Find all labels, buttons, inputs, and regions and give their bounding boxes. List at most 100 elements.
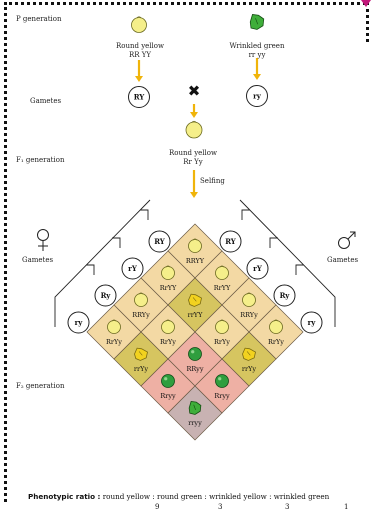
cell-seed bbox=[269, 319, 283, 334]
parent-left-phenotype: Round yellow bbox=[116, 42, 164, 50]
ratio-value-round-green: 3 bbox=[218, 503, 223, 511]
female-gamete-1: rY bbox=[121, 257, 144, 280]
phenotypic-ratio-classes: round yellow : round green : wrinkled ye… bbox=[102, 492, 330, 501]
female-symbol-icon bbox=[37, 229, 49, 251]
cell-seed bbox=[107, 319, 121, 334]
round-yellow-seed-icon bbox=[131, 17, 147, 33]
cell-genotype: RRYY bbox=[186, 257, 205, 265]
gamete-label: ry bbox=[308, 318, 317, 327]
left-border bbox=[4, 2, 7, 502]
gamete-label: RY bbox=[225, 237, 237, 246]
round-yellow-seed-icon bbox=[107, 320, 121, 334]
cell-genotype: RrYY bbox=[160, 284, 177, 292]
cell-genotype: Rryy bbox=[160, 392, 176, 400]
cell-genotype: Rryy bbox=[214, 392, 230, 400]
ratio-value-wrinkled-green: 1 bbox=[344, 503, 349, 511]
p-gamete-left: RY bbox=[128, 86, 150, 108]
cell-seed bbox=[242, 347, 256, 361]
f2-generation-label: F₂ generation bbox=[16, 382, 65, 390]
gametes-label: Gametes bbox=[30, 97, 62, 105]
cell-genotype: rrYy bbox=[242, 365, 257, 373]
parent-left-seed bbox=[131, 16, 147, 33]
ratio-value-wrinkled-yellow: 3 bbox=[285, 503, 290, 511]
male-branch-lines bbox=[239, 199, 336, 327]
to-f1-arrow bbox=[190, 104, 198, 118]
f1-generation-label: F₁ generation bbox=[16, 156, 65, 164]
cell-seed bbox=[215, 265, 229, 280]
gamete-label: Ry bbox=[101, 291, 112, 300]
female-gamete-0: RY bbox=[148, 230, 171, 253]
corner-marker-icon bbox=[361, 0, 371, 7]
cell-genotype: rrYy bbox=[134, 365, 149, 373]
gamete-label: ry bbox=[253, 92, 262, 101]
gamete-label: Ry bbox=[280, 291, 291, 300]
cell-genotype: rryy bbox=[188, 419, 202, 427]
f1-phenotype: Round yellow bbox=[169, 149, 217, 157]
round-yellow-seed-icon bbox=[242, 293, 256, 307]
cell-genotype: RRYy bbox=[132, 311, 150, 319]
gamete-label: RY bbox=[134, 93, 146, 102]
round-yellow-seed-icon bbox=[215, 320, 229, 334]
parent-left-genotype: RR YY bbox=[128, 51, 152, 59]
f1-seed bbox=[185, 120, 203, 139]
round-yellow-seed-icon bbox=[185, 121, 203, 139]
cell-genotype: rrYY bbox=[188, 311, 204, 319]
male-gamete-0: RY bbox=[219, 230, 242, 253]
cell-seed bbox=[188, 238, 202, 253]
f1-genotype: Rr Yy bbox=[183, 158, 203, 166]
cell-genotype: RrYY bbox=[214, 284, 231, 292]
round-green-seed-icon bbox=[161, 374, 175, 388]
selfing-label: Selfing bbox=[200, 177, 225, 185]
wrinkled-yellow-seed-icon bbox=[134, 347, 148, 361]
parent-left-arrow bbox=[135, 60, 143, 82]
male-symbol-icon bbox=[338, 231, 356, 249]
parent-right-arrow bbox=[253, 58, 261, 80]
female-gamete-3: ry bbox=[67, 311, 90, 334]
p-gamete-right: ry bbox=[246, 85, 268, 107]
female-gametes-label: Gametes bbox=[22, 256, 54, 264]
cell-genotype: RRYy bbox=[240, 311, 258, 319]
ratio-value-round-yellow: 9 bbox=[155, 503, 160, 511]
p-generation-label: P generation bbox=[16, 15, 62, 23]
parent-right-phenotype: Wrinkled green bbox=[229, 42, 285, 50]
cell-seed bbox=[215, 319, 229, 334]
round-green-seed-icon bbox=[215, 374, 229, 388]
phenotypic-ratio: Phenotypic ratio : round yellow : round … bbox=[28, 492, 329, 501]
cell-genotype: RrYy bbox=[160, 338, 176, 346]
cell-seed bbox=[188, 347, 202, 361]
gamete-label: ry bbox=[75, 318, 84, 327]
cell-seed bbox=[134, 292, 148, 307]
round-yellow-seed-icon bbox=[134, 293, 148, 307]
cell-seed bbox=[161, 265, 175, 280]
male-gametes-label: Gametes bbox=[327, 256, 359, 264]
top-border bbox=[4, 2, 366, 5]
round-yellow-seed-icon bbox=[269, 320, 283, 334]
gamete-label: rY bbox=[253, 264, 263, 273]
cell-genotype: RrYy bbox=[268, 338, 284, 346]
female-gamete-2: Ry bbox=[94, 284, 117, 307]
right-border bbox=[366, 2, 369, 42]
round-yellow-seed-icon bbox=[215, 266, 229, 280]
cell-genotype: RRyy bbox=[186, 365, 203, 373]
wrinkled-yellow-seed-icon bbox=[188, 293, 202, 307]
female-branch-lines bbox=[54, 199, 151, 327]
cell-seed bbox=[161, 319, 175, 334]
wrinkled-yellow-seed-icon bbox=[242, 347, 256, 361]
male-gamete-3: ry bbox=[300, 311, 323, 334]
parent-right-seed bbox=[249, 14, 265, 30]
selfing-arrow bbox=[190, 170, 198, 198]
male-gamete-1: rY bbox=[246, 257, 269, 280]
cell-seed bbox=[188, 293, 202, 307]
parent-right-genotype: rr yy bbox=[248, 51, 266, 59]
gamete-label: RY bbox=[154, 237, 166, 246]
round-yellow-seed-icon bbox=[161, 320, 175, 334]
cell-seed bbox=[188, 401, 202, 415]
round-green-seed-icon bbox=[188, 347, 202, 361]
round-yellow-seed-icon bbox=[161, 266, 175, 280]
phenotypic-ratio-label: Phenotypic ratio : bbox=[28, 492, 101, 501]
cell-genotype: RrYy bbox=[214, 338, 230, 346]
round-yellow-seed-icon bbox=[188, 239, 202, 253]
male-gamete-2: Ry bbox=[273, 284, 296, 307]
cell-seed bbox=[161, 374, 175, 388]
